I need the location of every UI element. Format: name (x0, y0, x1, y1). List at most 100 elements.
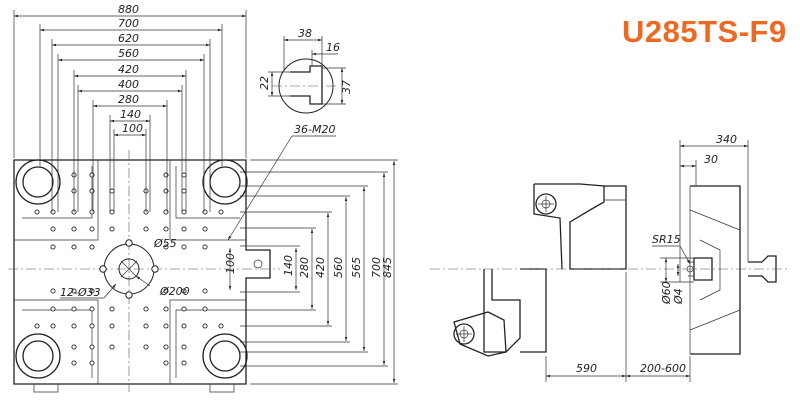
dim-100: 100 (122, 122, 143, 135)
bolt-hole (181, 209, 187, 215)
bolt-hole (89, 172, 95, 178)
bolt-hole (50, 244, 56, 250)
bolt-hole (202, 226, 208, 232)
model-title: U285TS-F9 (622, 14, 787, 49)
bolt-hole (143, 344, 149, 350)
bolt-hole (89, 344, 95, 350)
bolt-hole (71, 306, 77, 312)
bolt-hole (181, 288, 187, 294)
dim-880: 880 (118, 3, 139, 16)
bolt-hole (50, 209, 56, 215)
dim-22: 22 (258, 76, 271, 90)
thread-callout: 36-M20 (294, 123, 335, 136)
locating-hole (125, 239, 133, 247)
dia-4-label: Ø4 (672, 288, 685, 305)
bolt-hole (202, 209, 208, 215)
dim-620: 620 (118, 32, 139, 45)
bolt-hole (89, 188, 95, 194)
bolt-hole (50, 306, 56, 312)
bolt-hole (181, 188, 187, 194)
bolt-hole (143, 226, 149, 232)
bolt-hole (89, 306, 95, 312)
dim-590: 590 (576, 362, 597, 375)
bolt-hole (71, 344, 77, 350)
bolt-hole (181, 244, 187, 250)
dim-v-100: 100 (224, 253, 237, 274)
bolt-hole (181, 344, 187, 350)
bolt-hole (89, 323, 95, 329)
side-dimensions: 340 30 SR15 Ø60 Ø4 590 200-600 (545, 133, 749, 382)
bolt-hole (202, 306, 208, 312)
bolt-hole (109, 188, 115, 194)
dim-38: 38 (298, 27, 312, 40)
bolt-hole (181, 172, 187, 178)
bolt-hole (109, 323, 115, 329)
front-platen (8, 150, 280, 393)
bolt-hole-pattern (34, 172, 224, 366)
bolt-hole (143, 306, 149, 312)
holes-callout: 12-Ø33 (60, 286, 101, 299)
dim-420: 420 (118, 63, 139, 76)
dim-v-420: 420 (314, 257, 327, 278)
bolt-hole (109, 344, 115, 350)
bolt-hole (163, 306, 169, 312)
bolt-hole (89, 209, 95, 215)
bolt-hole (163, 226, 169, 232)
dim-700: 700 (118, 17, 139, 30)
bolt-hole (50, 323, 56, 329)
locating-hole (151, 265, 159, 273)
bolt-hole (89, 244, 95, 250)
bolt-hole (163, 188, 169, 194)
dia-200-label: Ø200 (159, 285, 190, 298)
bolt-hole (71, 226, 77, 232)
bolt-hole (71, 244, 77, 250)
detail-view: 38 16 22 37 (258, 27, 353, 114)
dim-v-560: 560 (332, 257, 345, 278)
bolt-hole (181, 306, 187, 312)
dim-v-565: 565 (350, 257, 363, 278)
bolt-hole (181, 226, 187, 232)
bolt-hole (89, 226, 95, 232)
width-dimensions: 880 700 620 560 420 400 280 140 100 (13, 3, 247, 212)
dim-280: 280 (118, 93, 139, 106)
bolt-hole (109, 209, 115, 215)
bolt-hole (202, 244, 208, 250)
tie-bar-boss (15, 333, 61, 379)
bolt-hole (218, 209, 224, 215)
bolt-hole (109, 306, 115, 312)
dim-37: 37 (340, 80, 353, 94)
bolt-hole (163, 344, 169, 350)
dim-v-700: 700 (370, 257, 383, 278)
bolt-hole (163, 323, 169, 329)
side-view (430, 183, 790, 357)
dim-v-140: 140 (282, 255, 295, 276)
dia-60-label: Ø60 (660, 281, 673, 305)
bolt-hole (163, 172, 169, 178)
bolt-hole (71, 288, 77, 294)
dim-140: 140 (120, 108, 141, 121)
bolt-hole (109, 226, 115, 232)
bolt-hole (163, 244, 169, 250)
bolt-hole (50, 226, 56, 232)
dim-v-280: 280 (298, 257, 311, 278)
tie-bar-boss (15, 159, 61, 205)
bolt-hole (50, 288, 56, 294)
bolt-hole (89, 288, 95, 294)
dim-340: 340 (716, 133, 737, 146)
dim-v-845: 845 (381, 257, 394, 278)
bolt-hole (163, 288, 169, 294)
height-dimensions: 100 140 280 420 560 565 700 845 (224, 159, 398, 385)
dim-16: 16 (326, 41, 340, 54)
bolt-hole (34, 323, 40, 329)
locating-hole (99, 265, 107, 273)
tie-bar-boss (202, 159, 248, 205)
bolt-hole (143, 323, 149, 329)
dim-400: 400 (118, 78, 139, 91)
bolt-hole (181, 323, 187, 329)
bolt-hole (89, 360, 95, 366)
bolt-hole (202, 288, 208, 294)
dim-200-600: 200-600 (640, 362, 686, 375)
bolt-hole (34, 209, 40, 215)
tie-bar-boss (202, 333, 248, 379)
bolt-hole (163, 360, 169, 366)
